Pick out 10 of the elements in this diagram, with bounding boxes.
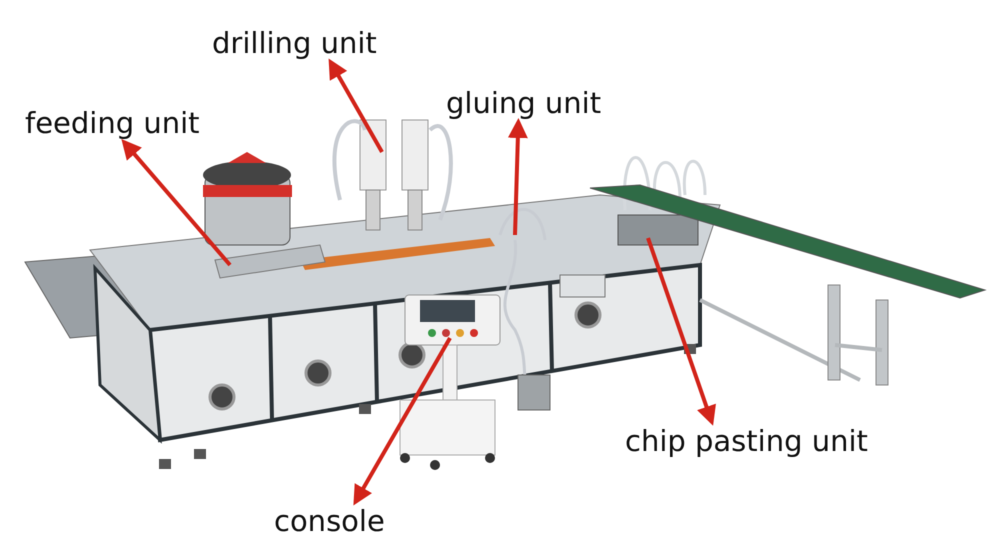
part-label: feeding unit [25,106,200,140]
leader-arrow [508,118,528,236]
leader-arrow [121,138,232,266]
leader-arrow [353,337,452,506]
part-label: console [274,504,385,538]
part-label: gluing unit [446,86,602,120]
leader-arrow [646,237,716,426]
leader-arrow [328,58,384,153]
part-label: drilling unit [212,26,377,60]
part-label: chip pasting unit [625,424,868,458]
